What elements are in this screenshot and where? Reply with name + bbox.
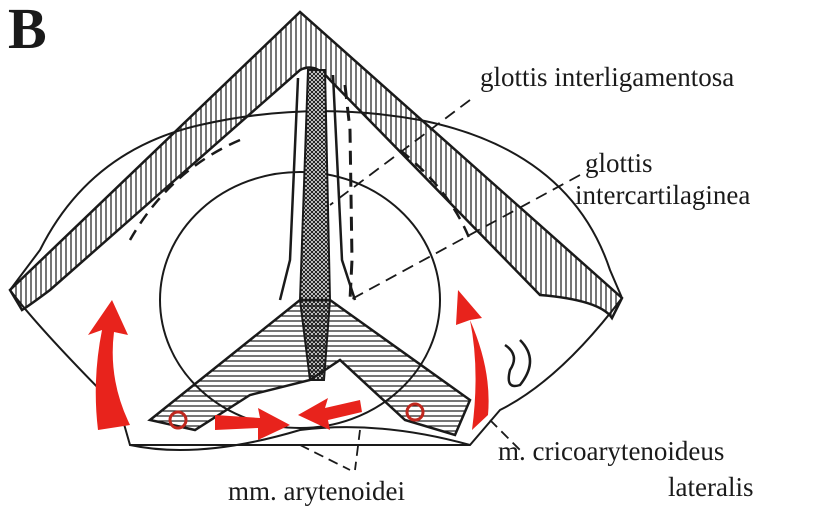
label-cricoarytenoideus-line1: m. cricoarytenoideus xyxy=(498,436,725,466)
label-mm-arytenoidei: mm. arytenoidei xyxy=(228,476,405,506)
red-arrows xyxy=(88,290,489,440)
leader-intercartilaginea xyxy=(349,174,581,301)
leader-cricoarytenoideus xyxy=(489,419,521,451)
thyroid-horn-right xyxy=(504,339,532,388)
cricoid-base xyxy=(129,426,471,451)
dashed-contour-right-outer xyxy=(399,149,472,241)
axis-circle-left xyxy=(168,410,188,430)
label-glottis-interligamentosa: glottis interligamentosa xyxy=(480,62,735,92)
label-glottis-intercartilaginea-line2: intercartilaginea xyxy=(575,180,751,210)
label-cricoarytenoideus-line2: lateralis xyxy=(668,472,754,502)
dashed-contour-right xyxy=(343,84,354,301)
leader-arytenoidei-right xyxy=(354,429,361,471)
panel-label: B xyxy=(8,0,47,61)
arrow-center-1 xyxy=(215,408,290,440)
arytenoid-cartilages xyxy=(147,298,472,437)
tracheal-lumen xyxy=(159,171,441,429)
arrow-left-up xyxy=(88,300,130,430)
arrow-center-2 xyxy=(298,398,362,430)
vocal-fold-left xyxy=(278,77,300,301)
leader-interligamentosa xyxy=(329,99,471,206)
leader-arytenoidei-left xyxy=(299,444,351,471)
leader-lines xyxy=(299,99,581,471)
arrow-right-up xyxy=(456,290,489,430)
label-glottis-intercartilaginea-line1: glottis xyxy=(585,148,653,178)
axis-circle-right xyxy=(405,402,425,422)
